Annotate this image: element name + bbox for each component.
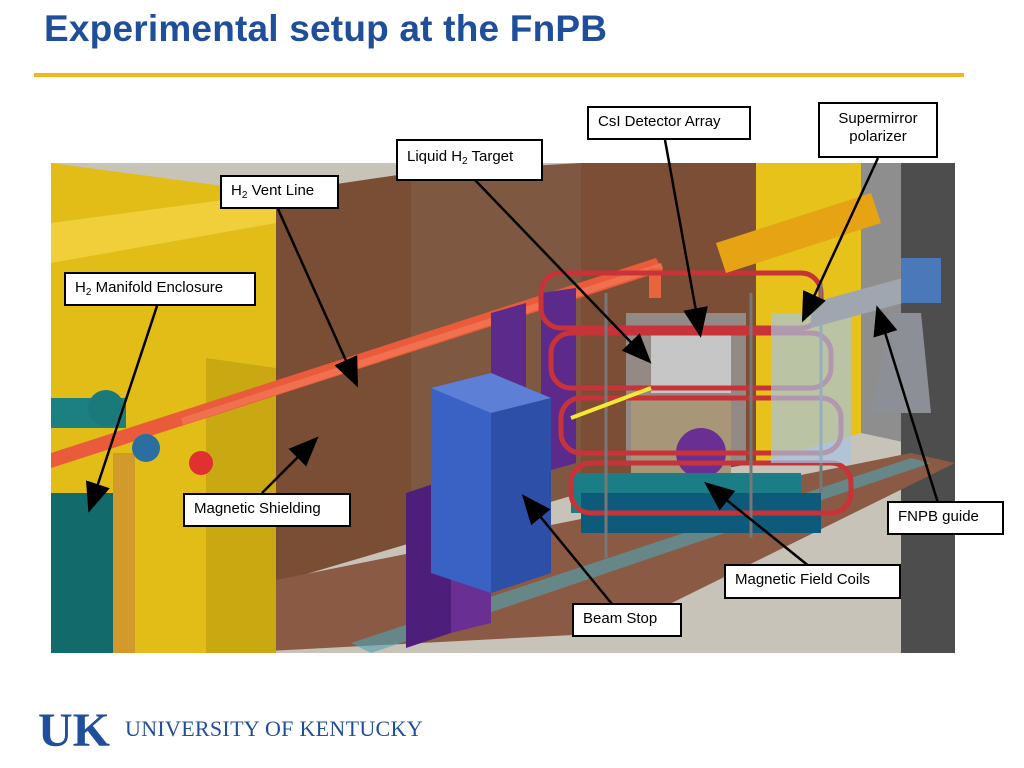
label-beam-stop: Beam Stop [572,603,682,637]
arrow-coils [704,481,811,568]
slide-title: Experimental setup at the FnPB [44,8,608,49]
arrow-shielding [261,436,319,494]
arrow-fnpb-guide [873,305,940,504]
label-magnetic-field-coils: Magnetic Field Coils [724,564,901,599]
arrow-vent-line [276,208,359,388]
arrow-csi [663,139,708,338]
label-fnpb-guide: FNPB guide [887,501,1004,535]
label-supermirror-polarizer: Supermirror polarizer [818,102,938,158]
arrow-beam-stop [521,494,613,605]
title-underline [34,73,964,77]
uk-logo: UK [38,704,110,750]
arrow-manifold [86,305,159,513]
label-liquid-h2-target: Liquid H2 Target [396,139,543,181]
label-h2-vent-line: H2 Vent Line [220,175,339,209]
arrow-lh2-target [474,179,652,364]
label-csi-detector-array: CsI Detector Array [587,106,751,140]
label-magnetic-shielding: Magnetic Shielding [183,493,351,527]
label-h2-manifold-enclosure: H2 Manifold Enclosure [64,272,256,306]
arrow-supermirror [801,157,880,323]
experimental-setup-render [51,163,955,653]
university-name: UNIVERSITY OF KENTUCKY [125,716,423,741]
svg-text:UK: UK [38,704,110,750]
